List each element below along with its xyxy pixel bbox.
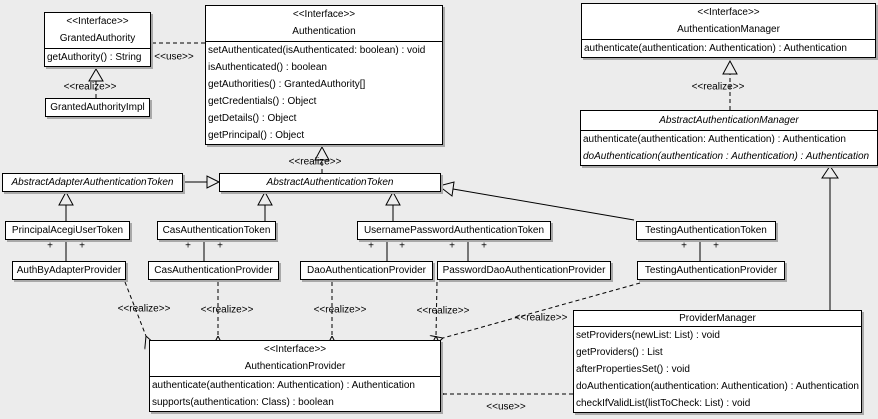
realize-label: <<realize>> [63,81,117,93]
method: afterPropertiesSet() : void [576,364,690,375]
class-testing-authentication-token: TestingAuthenticationToken [636,221,776,240]
method: setAuthenticated(isAuthenticated: boolea… [208,45,426,56]
class-name: AbstractAuthenticationToken [266,177,394,188]
class-provider-manager: ProviderManager setProviders(newList: Li… [573,310,862,413]
association-end-plus: + [368,240,374,252]
class-name: CasAuthenticationToken [162,225,271,236]
method: authenticate(authentication: Authenticat… [152,380,415,391]
generalization-providermanager-abstractmanager [821,165,839,310]
association-end-plus: + [399,240,405,252]
method: authenticate(authentication: Authenticat… [583,134,846,145]
class-testing-authentication-provider: TestingAuthenticationProvider [637,261,785,280]
realize-label: <<realize>> [691,81,745,93]
class-name: DaoAuthenticationProvider [307,265,426,276]
generalization-adaptertoken-abstracttoken [180,175,221,189]
class-name: GrantedAuthority [59,33,136,44]
class-abstract-adapter-authentication-token: AbstractAdapterAuthenticationToken [2,173,183,192]
class-authentication-provider: <<Interface>> AuthenticationProvider aut… [149,340,441,412]
method: checkIfValidList(listToCheck: List) : vo… [576,398,751,409]
class-password-dao-authentication-provider: PasswordDaoAuthenticationProvider [437,261,611,280]
generalization-castoken-abstracttoken [257,190,273,221]
method: doAuthentication(authentication: Authent… [576,381,859,392]
realize-label: <<realize>> [288,156,342,168]
association-end-plus: + [185,240,191,252]
stereotype-label: <<Interface>> [66,16,129,27]
class-authentication-manager: <<Interface>> AuthenticationManager auth… [581,3,876,58]
class-name: AuthenticationManager [677,24,780,35]
class-dao-authentication-provider: DaoAuthenticationProvider [300,261,433,280]
class-name: TestingAuthenticationToken [645,225,767,236]
association-end-plus: + [47,240,53,252]
generalization-principaltoken-adaptertoken [58,190,74,221]
generalization-usernametoken-abstracttoken [385,190,401,221]
class-name: ProviderManager [679,313,756,324]
realize-label: <<realize>> [416,305,470,317]
class-cas-authentication-provider: CasAuthenticationProvider [148,261,279,280]
association-end-plus: + [481,240,487,252]
association-end-plus: + [217,240,223,252]
method: getPrincipal() : Object [208,130,305,141]
method: getCredentials() : Object [208,96,317,107]
association-end-plus: + [449,240,455,252]
class-abstract-authentication-manager: AbstractAuthenticationManager authentica… [580,110,878,166]
class-name: AuthByAdapterProvider [16,265,122,276]
method: setProviders(newList: List) : void [576,330,720,341]
class-name: AuthenticationProvider [244,361,346,372]
class-cas-authentication-token: CasAuthenticationToken [157,221,276,240]
method: getDetails() : Object [208,113,297,124]
class-name: PrincipalAcegiUserToken [11,225,124,236]
method: isAuthenticated() : boolean [208,62,327,73]
method: supports(authentication: Class) : boolea… [152,397,334,408]
association-end-plus: + [713,240,719,252]
realize-label: <<realize>> [200,304,254,316]
realize-label: <<realize>> [313,304,367,316]
stereotype-label: <<Interface>> [292,9,356,20]
method: doAuthentication(authentication : Authen… [583,151,870,162]
generalization-testingtoken-abstracttoken [437,181,635,221]
class-name: CasAuthenticationProvider [154,265,273,276]
class-name: AbstractAuthenticationManager [659,115,799,126]
method: getAuthorities() : GrantedAuthority[] [208,79,366,90]
stereotype-label: <<Interface>> [263,344,327,355]
class-granted-authority-impl: GrantedAuthorityImpl [45,98,150,117]
class-principal-acegi-user-token: PrincipalAcegiUserToken [5,221,130,240]
class-name: PasswordDaoAuthenticationProvider [442,265,606,276]
use-label: <<use>> [486,401,526,413]
class-abstract-authentication-token: AbstractAuthenticationToken [219,173,441,192]
association-end-plus: + [681,240,687,252]
class-name: Authentication [292,26,356,37]
realize-label: <<realize>> [514,312,568,324]
class-name: AbstractAdapterAuthenticationToken [11,177,174,188]
class-name: GrantedAuthorityImpl [50,102,145,113]
method: getProviders() : List [576,347,663,358]
method: authenticate(authentication: Authenticat… [584,43,847,54]
class-username-password-authentication-token: UsernamePasswordAuthenticationToken [357,221,551,240]
class-granted-authority: <<Interface>> GrantedAuthority getAuthor… [44,12,151,67]
stereotype-label: <<Interface>> [697,7,760,18]
class-auth-by-adapter-provider: AuthByAdapterProvider [12,261,126,280]
association-end-plus: + [79,240,85,252]
realize-label: <<realize>> [117,303,171,315]
use-label: <<use>> [154,51,194,63]
method: getAuthority() : String [47,52,142,63]
class-authentication: <<Interface>> Authentication setAuthenti… [205,5,443,145]
class-name: TestingAuthenticationProvider [644,265,778,276]
class-name: UsernamePasswordAuthenticationToken [363,225,545,236]
